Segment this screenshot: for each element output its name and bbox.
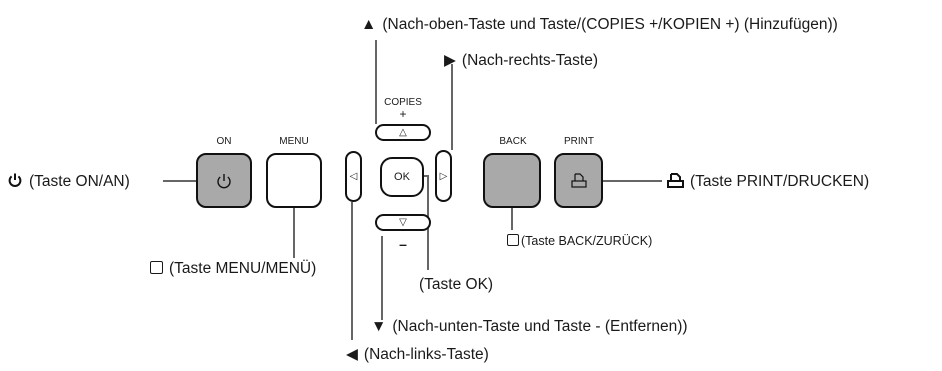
label-up: ▲(Nach-oben-Taste und Taste/(COPIES +/KO… [361,16,838,33]
caption-on: ON [216,136,232,147]
right-arrow-small-icon: ▷ [439,170,448,182]
caption-plus: + [399,107,407,121]
left-arrow-icon: ◀ [346,346,358,363]
power-icon [198,155,250,206]
power-icon [7,172,23,191]
ok-button[interactable]: OK [380,157,424,197]
print-button[interactable] [554,153,603,208]
down-button[interactable]: ▽ [375,214,431,231]
caption-menu: MENU [279,136,309,147]
print-icon [667,172,684,191]
right-button[interactable]: ▷ [435,150,452,202]
label-left: ◀(Nach-links-Taste) [346,346,489,363]
back-button[interactable] [483,153,541,208]
label-right: ▶(Nach-rechts-Taste) [444,52,599,69]
label-down: ▼(Nach-unten-Taste und Taste - (Entferne… [371,318,688,335]
caption-minus: – [399,236,407,252]
label-back: (Taste BACK/ZURÜCK) [507,232,652,250]
leader-ok [424,175,429,270]
caption-back: BACK [499,136,527,147]
caption-copies: COPIES [384,97,422,108]
caption-print: PRINT [564,136,594,147]
square-icon [507,234,519,246]
up-arrow-icon: ▲ [361,16,377,33]
label-on: (Taste ON/AN) [7,172,130,191]
menu-button[interactable] [266,153,322,208]
label-print: (Taste PRINT/DRUCKEN) [667,172,869,191]
right-arrow-icon: ▶ [444,52,456,69]
on-button[interactable] [196,153,252,208]
up-arrow-small-icon: △ [399,127,407,138]
square-icon [150,261,163,274]
label-ok: (Taste OK) [419,276,494,293]
left-button[interactable]: ◁ [345,151,362,202]
label-menu: (Taste MENU/MENÜ) [150,260,316,278]
ok-button-label: OK [394,171,410,183]
down-arrow-icon: ▼ [371,318,387,335]
down-arrow-small-icon: ▽ [399,217,407,228]
left-arrow-small-icon: ◁ [349,171,358,182]
print-icon [556,155,601,206]
up-button[interactable]: △ [375,124,431,141]
